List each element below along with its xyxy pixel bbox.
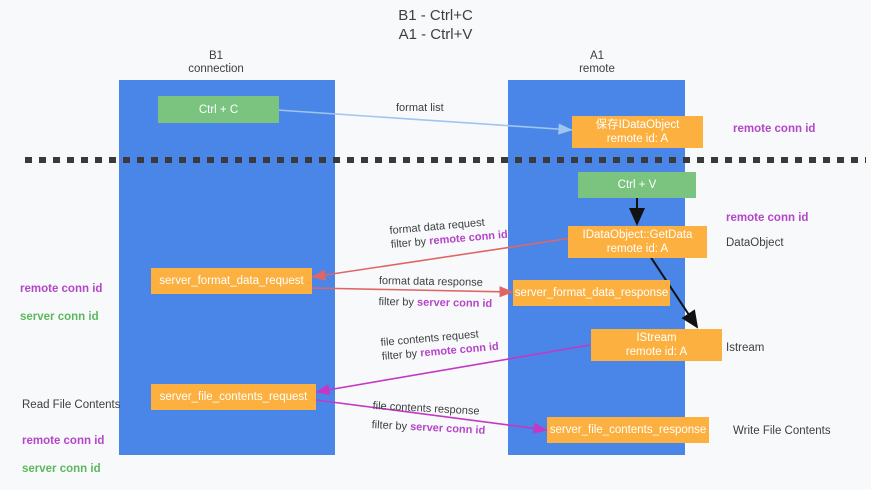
- node-idataobject[interactable]: 保存IDataObject remote id: A: [572, 116, 703, 148]
- label-dataobject: DataObject: [726, 237, 784, 249]
- edge-label-format-data-response: format data response filter by server co…: [378, 274, 492, 311]
- label-remote-conn-id-mid: remote conn id: [726, 212, 809, 224]
- node-server-file-contents-response[interactable]: server_file_contents_response: [547, 417, 709, 443]
- label-read-file-contents: Read File Contents: [22, 399, 121, 411]
- edge-label-format-data-request: format data request filter by remote con…: [389, 214, 508, 252]
- label-write-file-contents: Write File Contents: [733, 425, 831, 437]
- label-read-server-conn-id: server conn id: [22, 463, 101, 475]
- edge-emph-server-conn-id-format: server conn id: [416, 296, 493, 310]
- diagram-canvas: B1 - Ctrl+C A1 - Ctrl+V B1 connection A1…: [20, 7, 866, 475]
- node-ctrl-v[interactable]: Ctrl + V: [578, 172, 696, 198]
- label-read-file-contents-group: Read File Contents remote conn id server…: [22, 384, 120, 490]
- node-istream[interactable]: IStream remote id: A: [591, 329, 722, 361]
- edge-label-format-list: format list: [396, 102, 444, 114]
- node-server-file-contents-request[interactable]: server_file_contents_request: [151, 384, 316, 410]
- label-format-server-conn-id: server conn id: [20, 311, 99, 323]
- edge-label-format-data-response-line2: filter by server conn id: [378, 295, 493, 310]
- column-header-b1: B1 connection: [188, 50, 244, 75]
- edge-label-file-contents-response-line1: file contents response: [372, 399, 480, 418]
- edge-label-format-data-response-line1: format data response: [378, 274, 483, 289]
- edge-emph-server-conn-id-file: server conn id: [409, 420, 486, 437]
- page-title: B1 - Ctrl+C A1 - Ctrl+V: [398, 7, 473, 43]
- label-istream: Istream: [726, 342, 765, 354]
- node-server-format-data-request[interactable]: server_format_data_request: [151, 268, 312, 294]
- node-idataobject-getdata[interactable]: IDataObject::GetData remote id: A: [568, 226, 707, 258]
- label-format-remote-conn-id: remote conn id: [20, 283, 103, 295]
- node-ctrl-c[interactable]: Ctrl + C: [158, 96, 279, 123]
- label-read-remote-conn-id: remote conn id: [22, 435, 105, 447]
- edge-label-file-contents-request: file contents request filter by remote c…: [380, 326, 499, 364]
- node-server-format-data-response[interactable]: server_format_data_response: [513, 280, 670, 306]
- label-remote-conn-id-top: remote conn id: [733, 123, 816, 135]
- edge-label-file-contents-response-line2: filter by server conn id: [371, 418, 486, 437]
- column-header-a1: A1 remote: [579, 50, 615, 75]
- edge-label-file-contents-response: file contents response filter by server …: [371, 399, 486, 438]
- label-format-conn-ids: remote conn id server conn id: [20, 268, 102, 338]
